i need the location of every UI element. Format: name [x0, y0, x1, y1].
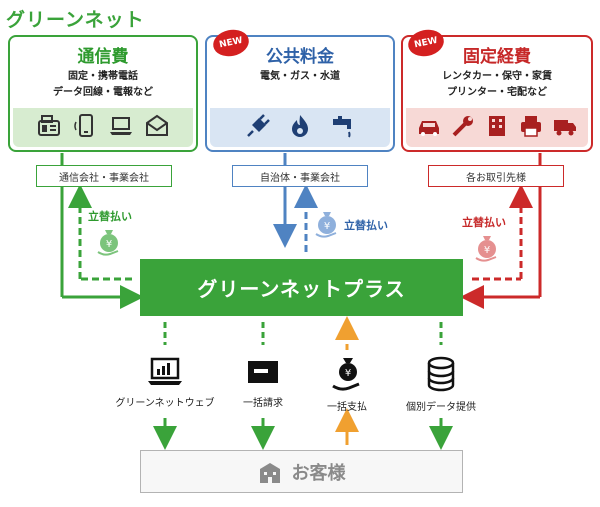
customer-box: お客様 — [140, 450, 463, 493]
service-label: グリーンネットウェブ — [115, 398, 215, 409]
icon-row — [406, 108, 588, 147]
brand-title: グリーンネット — [6, 9, 145, 31]
svg-text:¥: ¥ — [106, 239, 112, 250]
money-bag-icon: ¥ — [97, 230, 119, 256]
plug-icon — [245, 113, 271, 143]
building-icon — [484, 113, 510, 143]
supplier-label-fixed: 各お取引先様 — [428, 165, 564, 187]
card-title: 通信費 — [77, 47, 129, 67]
mobile-phone-icon — [72, 113, 98, 143]
advance-payment-label: 立替払い — [88, 210, 132, 223]
greennet-plus-box: グリーンネットプラス — [140, 259, 463, 316]
service-label: 個別データ提供 — [406, 402, 476, 413]
svg-text:¥: ¥ — [324, 221, 330, 232]
money-bag-icon: ¥ — [475, 236, 497, 262]
card-communication: 通信費 固定・携帯電話 データ回線・電報など — [8, 35, 198, 152]
printer-icon — [518, 113, 544, 143]
car-icon — [416, 113, 442, 143]
building-icon — [259, 462, 280, 483]
svg-text:¥: ¥ — [484, 245, 490, 256]
flame-icon — [287, 113, 313, 143]
wrench-icon — [450, 113, 476, 143]
svg-text:¥: ¥ — [345, 368, 351, 379]
card-utilities: 公共料金 電気・ガス・水道 — [205, 35, 395, 152]
envelope-icon — [248, 361, 278, 383]
faucet-icon — [329, 113, 355, 143]
fax-icon — [36, 113, 62, 143]
card-subtitle: 固定・携帯電話 — [68, 71, 138, 82]
advance-payment-label: 立替払い — [344, 219, 388, 232]
service-billing: 一括請求 — [208, 356, 318, 409]
supplier-label-comm: 通信会社・事業会社 — [36, 165, 172, 187]
card-subtitle: レンタカー・保守・家賃 — [442, 71, 552, 82]
card-subtitle: データ回線・電報など — [53, 87, 153, 98]
service-payment: ¥ 一括支払 — [292, 356, 402, 413]
service-data: 個別データ提供 — [386, 356, 496, 413]
database-icon — [427, 356, 455, 392]
supplier-label-util: 自治体・事業会社 — [232, 165, 368, 187]
card-title: 公共料金 — [266, 47, 334, 67]
card-title: 固定経費 — [463, 47, 531, 67]
money-bag-icon: ¥ — [315, 212, 337, 238]
service-label: 一括請求 — [243, 398, 283, 409]
card-subtitle: プリンター・宅配など — [447, 87, 547, 98]
card-fixed-costs: 固定経費 レンタカー・保守・家賃 プリンター・宅配など — [401, 35, 593, 152]
money-hand-icon: ¥ — [332, 358, 360, 391]
laptop-icon — [108, 113, 134, 143]
laptop-chart-icon — [148, 357, 182, 385]
mail-icon — [144, 113, 170, 143]
service-web: グリーンネットウェブ — [110, 356, 220, 409]
customer-label: お客様 — [291, 462, 346, 484]
advance-payment-label: 立替払い — [462, 216, 506, 229]
card-subtitle: 電気・ガス・水道 — [260, 71, 340, 82]
icon-row — [13, 108, 193, 147]
service-label: 一括支払 — [327, 402, 367, 413]
icon-row — [210, 108, 390, 147]
truck-icon — [552, 113, 578, 143]
